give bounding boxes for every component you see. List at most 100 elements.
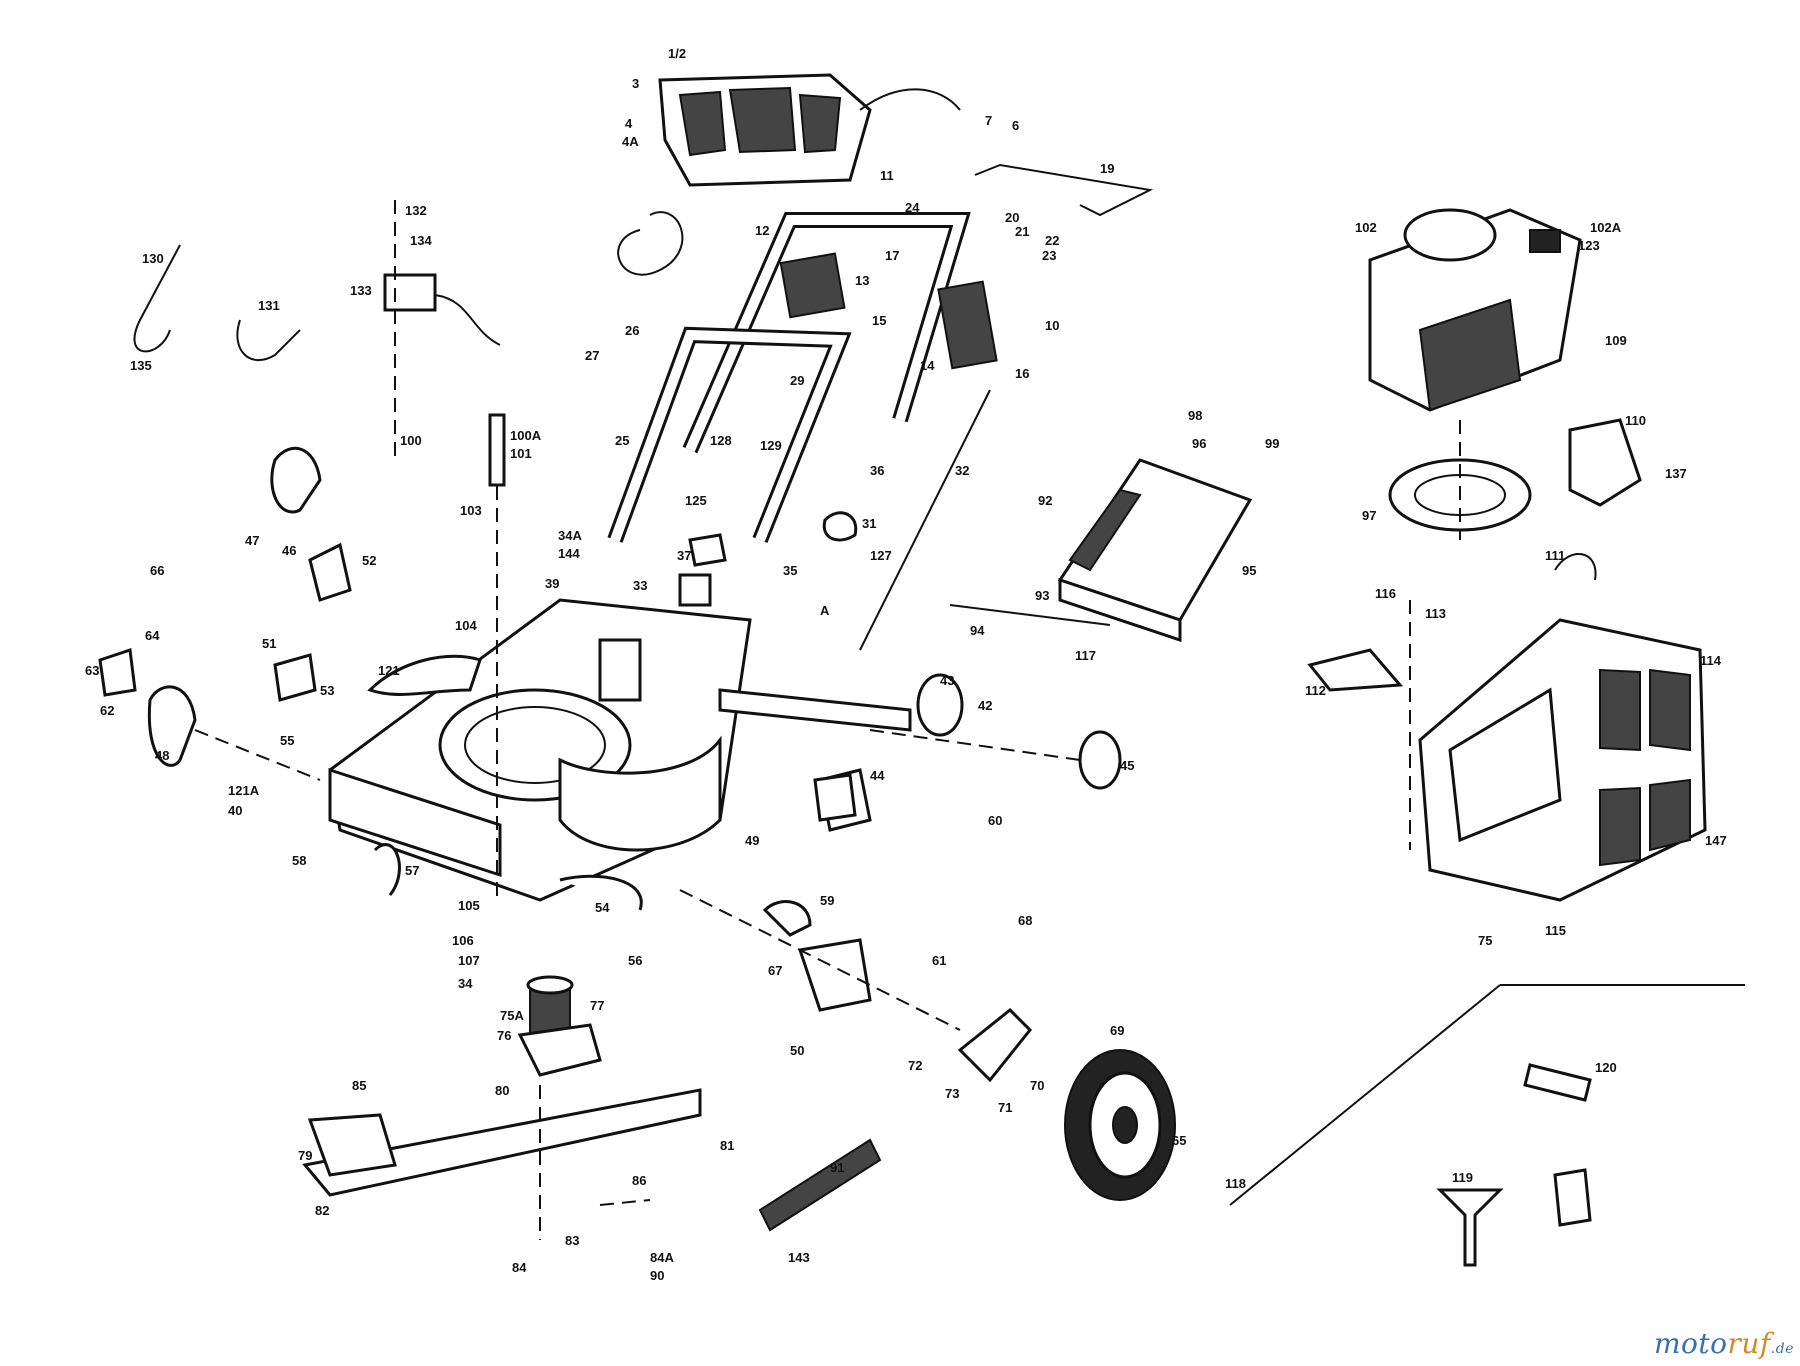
motor-pulley: [526, 975, 574, 1046]
callout: 115: [1545, 923, 1566, 938]
callout: 135: [130, 358, 152, 373]
callout: 102: [1355, 220, 1377, 235]
callout: 121: [378, 663, 400, 678]
callout: 132: [405, 203, 427, 218]
callout: 7: [985, 113, 992, 128]
callout: 50: [790, 1043, 804, 1058]
engine: [1368, 208, 1582, 412]
hub-cap-42: [1078, 730, 1122, 790]
callout: 49: [745, 833, 759, 848]
callout: 75: [1478, 933, 1492, 948]
spare-blade: [758, 1138, 882, 1232]
callout: 112: [1305, 683, 1326, 698]
wheel-bracket-50: [798, 938, 872, 1012]
callout: 95: [1242, 563, 1256, 578]
callout: 55: [280, 733, 294, 748]
callout: 51: [262, 636, 276, 651]
callout: 37: [677, 548, 691, 563]
latch-46: [308, 542, 352, 602]
catcher-handle: [1554, 553, 1597, 581]
dash-84: [599, 1199, 651, 1206]
callout: 17: [885, 248, 899, 263]
callout: 75A: [500, 1008, 524, 1023]
air-filter-cover: [1568, 418, 1642, 507]
control-box: [658, 73, 961, 187]
callout: 73: [945, 1086, 959, 1101]
callout: 67: [768, 963, 782, 978]
callout: 54: [595, 900, 610, 915]
callout: 69: [1110, 1023, 1124, 1038]
divider-diagonal: [1229, 984, 1501, 1206]
handle-grips: [779, 252, 998, 370]
callout: 123: [1578, 238, 1600, 253]
callout: 66: [150, 563, 164, 578]
callout: 84: [512, 1260, 527, 1275]
callout: 85: [352, 1078, 366, 1093]
callout: 102A: [1590, 220, 1622, 235]
callout: 31: [862, 516, 876, 531]
callout: 96: [1192, 436, 1206, 451]
callout: 20: [1005, 210, 1019, 225]
clip-58: [373, 843, 401, 896]
callout: 110: [1625, 413, 1646, 428]
callout: 119: [1452, 1170, 1473, 1185]
callout: 63: [85, 663, 99, 678]
callout: 52: [362, 553, 376, 568]
bracket-44: [813, 773, 857, 822]
bolt-100: [488, 413, 506, 487]
watermark-part3: .de: [1770, 1341, 1794, 1357]
callout: 114: [1700, 653, 1722, 668]
callout: 144: [558, 546, 580, 561]
callout: 99: [1265, 436, 1279, 451]
callout: 113: [1425, 606, 1446, 621]
callout: 93: [1035, 588, 1049, 603]
callout: 147: [1705, 833, 1727, 848]
callout: 120: [1595, 1060, 1617, 1075]
callout: 118: [1225, 1176, 1246, 1191]
flap-54: [762, 900, 812, 937]
callout: 70: [1030, 1078, 1044, 1093]
blade-adapter: [307, 1113, 397, 1177]
callout: 15: [872, 313, 886, 328]
bracket-51: [273, 653, 317, 702]
callout: 105: [458, 898, 480, 913]
callout: 40: [228, 803, 242, 818]
left-wheel-bracket: [147, 685, 197, 767]
lower-handle: [607, 326, 852, 543]
switch-131: [383, 273, 437, 312]
ring-127: [822, 511, 858, 542]
callout: 84A: [650, 1250, 674, 1265]
callout: 82: [315, 1203, 329, 1218]
callout: 100A: [510, 428, 542, 443]
cable-135: [236, 319, 301, 361]
callout: 121A: [228, 783, 260, 798]
callout: 13: [855, 273, 869, 288]
lever-57: [559, 874, 643, 911]
watermark-part1: moto: [1653, 1327, 1728, 1360]
grass-catcher: [1418, 618, 1707, 902]
cable-32: [859, 389, 991, 651]
cover-41: [270, 446, 322, 514]
callout: 81: [720, 1138, 734, 1153]
callout: 134: [410, 233, 432, 248]
callout: 76: [497, 1028, 511, 1043]
callout: 4A: [622, 134, 639, 149]
height-adjuster: [957, 1007, 1033, 1083]
callout: 53: [320, 683, 334, 698]
callout: 94: [970, 623, 985, 638]
rear-axle: [718, 688, 912, 732]
callout: 103: [460, 503, 482, 518]
callout: 29: [790, 373, 804, 388]
callout: 137: [1665, 466, 1687, 481]
callout: 16: [1015, 366, 1029, 381]
left-dash: [194, 729, 321, 781]
callout: 98: [1188, 408, 1202, 423]
callout: 62: [100, 703, 114, 718]
callout: 128: [710, 433, 732, 448]
callout: 3: [632, 76, 639, 91]
callout: 125: [685, 493, 707, 508]
callout: 77: [590, 998, 604, 1013]
callout: 83: [565, 1233, 579, 1248]
callout: 6: [1012, 118, 1019, 133]
